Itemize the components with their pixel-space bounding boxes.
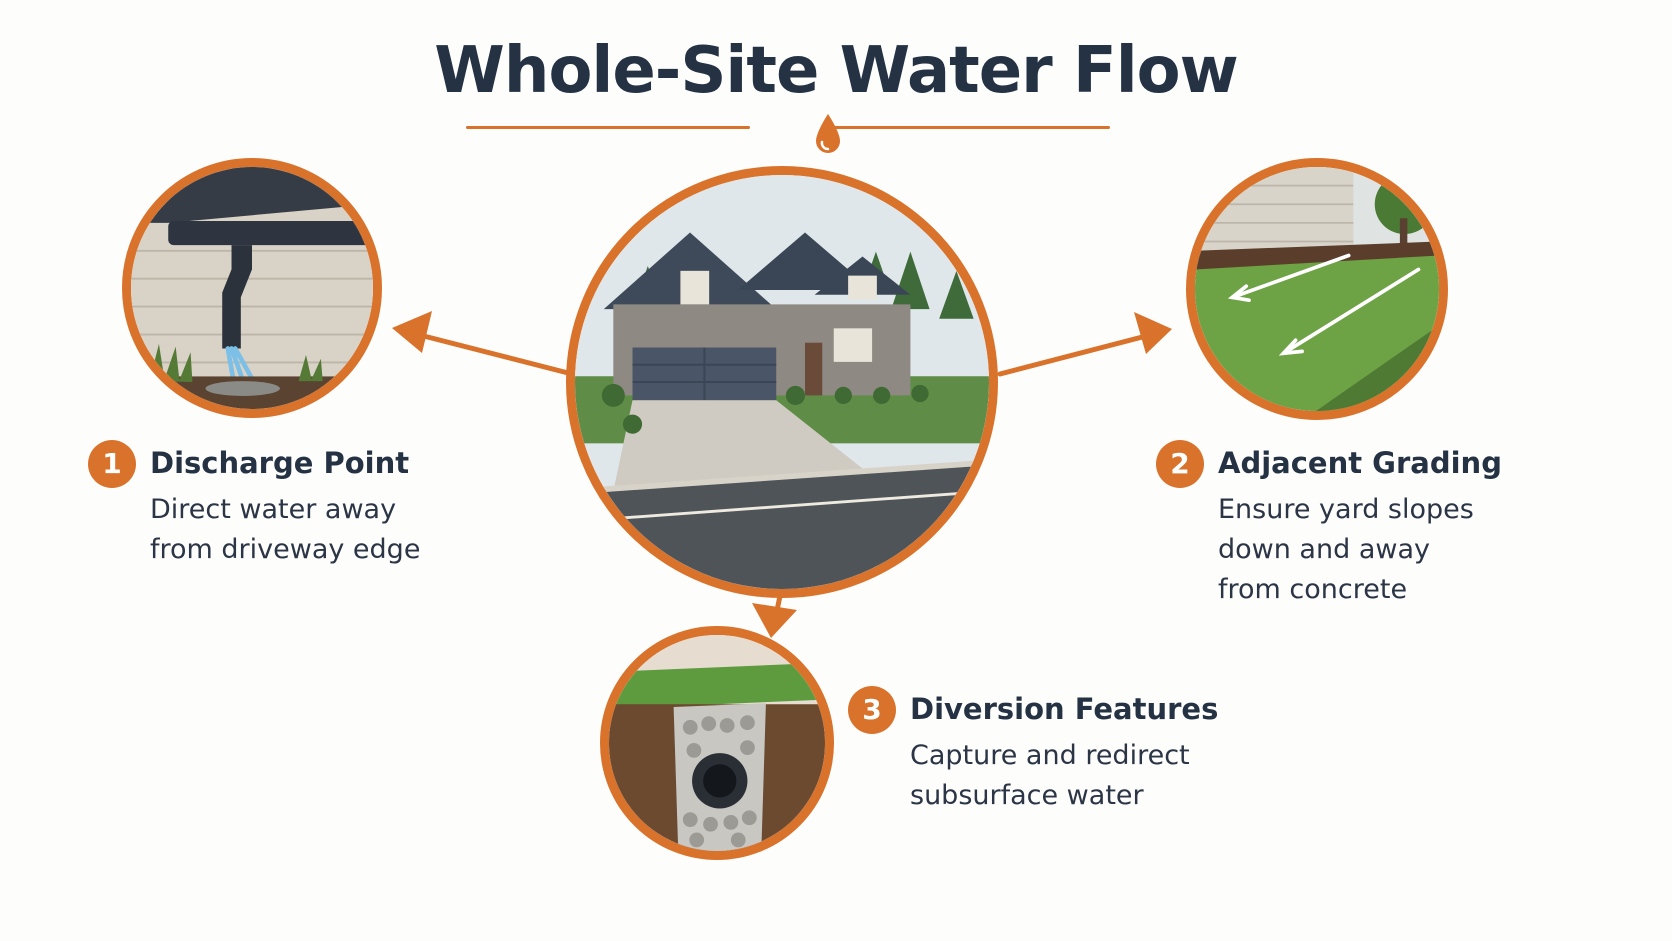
downspout-discharge-illustration (131, 167, 373, 409)
arrow-to-discharge (409, 330, 575, 377)
step-description: Direct water away from driveway edge (150, 490, 420, 570)
page-title: Whole-Site Water Flow (434, 34, 1238, 108)
step-description-line: from driveway edge (150, 534, 421, 565)
diversion-circle (600, 626, 834, 860)
sloped-lawn-illustration (1195, 167, 1439, 411)
step-title: Diversion Features (910, 692, 1219, 726)
french-drain-illustration (609, 635, 825, 851)
step-description: Ensure yard slopes down and away from co… (1218, 490, 1474, 610)
step-description-line: Capture and redirect (910, 740, 1190, 771)
grading-circle (1186, 158, 1448, 420)
step-description-line: Direct water away (150, 494, 397, 525)
step-description-line: subsurface water (910, 780, 1144, 811)
house-driveway-illustration (575, 175, 989, 589)
step-description-line: Ensure yard slopes (1218, 494, 1474, 525)
arrow-head-discharge (392, 311, 432, 353)
discharge-circle (122, 158, 382, 418)
step-number-badge: 2 (1156, 440, 1204, 488)
step-title: Adjacent Grading (1218, 446, 1502, 480)
arrow-to-grading (997, 332, 1153, 377)
title-divider-left (466, 126, 750, 129)
step-description: Capture and redirect subsurface water (910, 736, 1190, 816)
step-number-badge: 1 (88, 440, 136, 488)
house-circle (566, 166, 998, 598)
arrow-head-diversion (752, 603, 797, 638)
step-description-line: from concrete (1218, 574, 1408, 605)
title-divider-right (822, 126, 1110, 129)
water-drop-icon (816, 114, 840, 153)
arrow-head-grading (1134, 312, 1172, 354)
step-number-badge: 3 (848, 686, 896, 734)
step-title: Discharge Point (150, 446, 410, 480)
step-description-line: down and away (1218, 534, 1430, 565)
